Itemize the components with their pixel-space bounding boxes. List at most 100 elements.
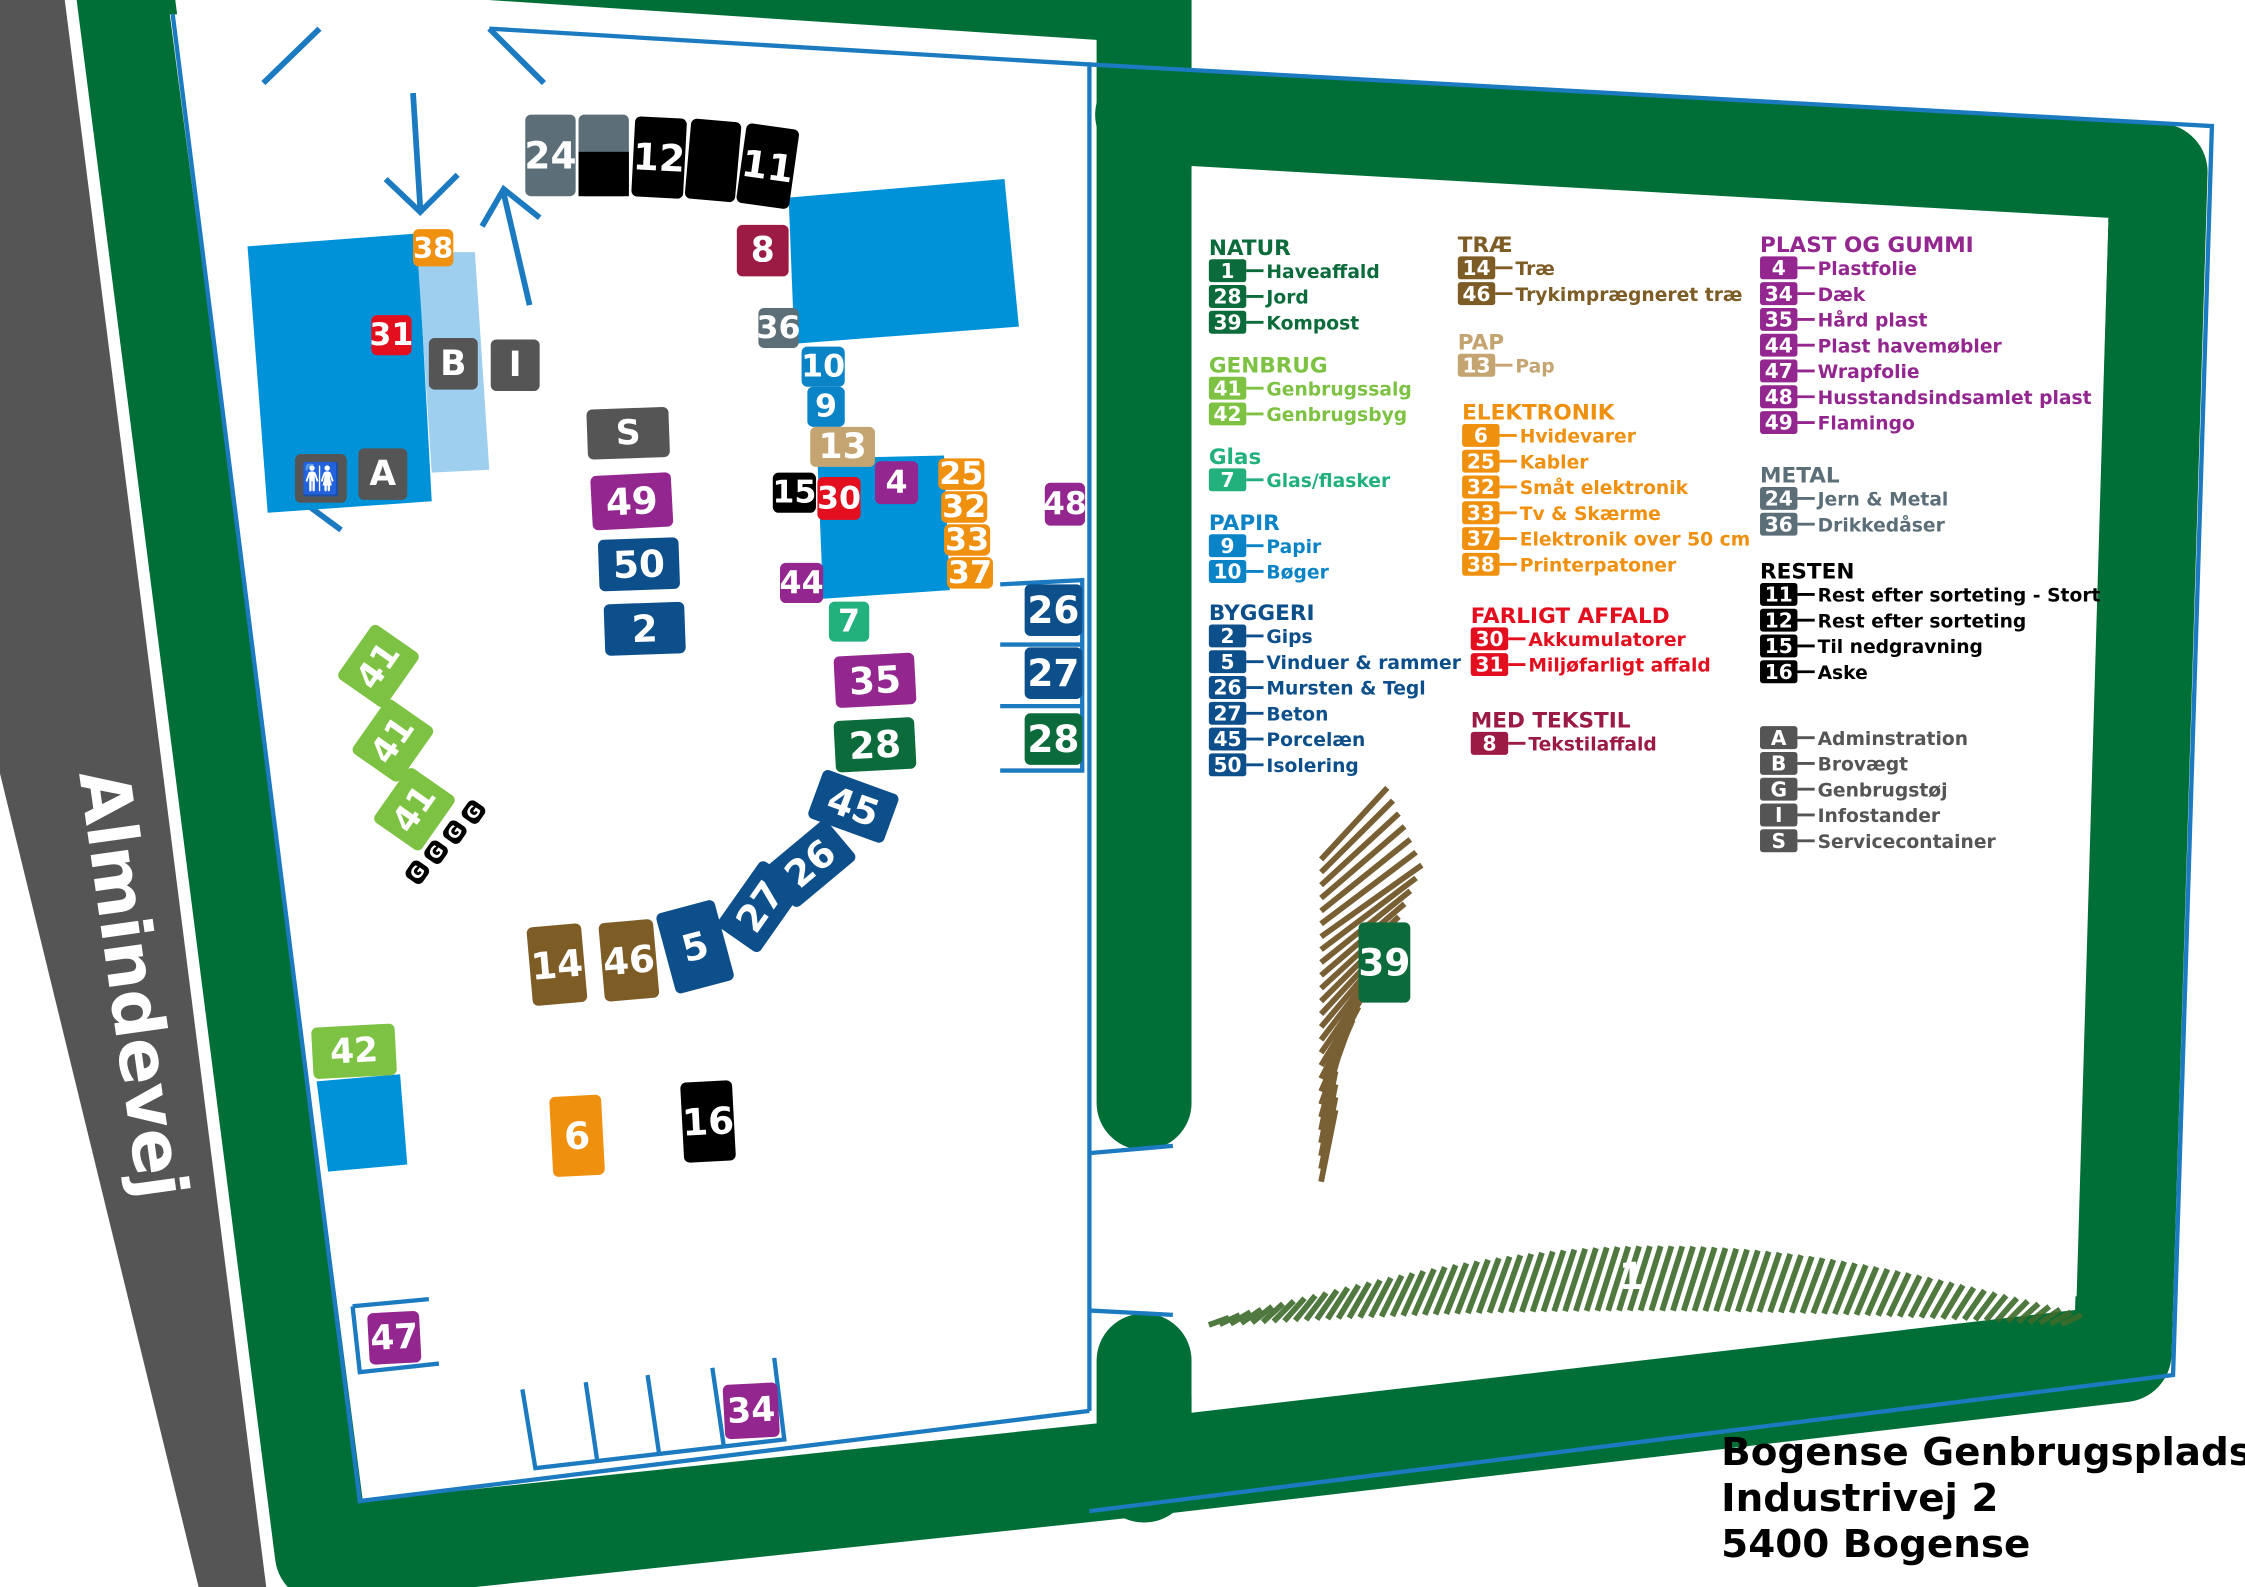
legend-label: Miljøfarligt affald	[1528, 656, 1711, 677]
legend-swatch	[1760, 333, 1798, 357]
bin-marker[interactable]: 37	[946, 555, 993, 591]
bin-marker[interactable]: 2	[603, 601, 686, 656]
hatch-stroke	[1799, 1257, 1826, 1314]
marker-box	[525, 114, 576, 197]
hatch-stroke	[1319, 849, 1418, 927]
bin-marker[interactable]: 25	[938, 456, 985, 492]
legend-group-title: Glas	[1209, 445, 1261, 470]
legend-label: Træ	[1515, 259, 1555, 280]
bin-marker[interactable]: 30	[817, 476, 861, 520]
legend-code: 32	[1467, 475, 1495, 499]
bin-marker[interactable]: 4	[874, 461, 919, 505]
bin-marker[interactable]: 48	[1043, 482, 1087, 526]
bin-marker[interactable]: 49	[590, 472, 674, 531]
bin-marker[interactable]: 13	[810, 426, 875, 467]
bin-marker[interactable]: 33	[944, 522, 991, 558]
bin-marker[interactable]: 38	[413, 229, 454, 267]
building-south	[316, 1074, 408, 1172]
bin-marker[interactable]: 41	[350, 697, 435, 784]
hatch-stroke	[1389, 1272, 1416, 1318]
bin-marker[interactable]: 39	[1358, 922, 1410, 1003]
bin-marker[interactable]: 50	[597, 537, 680, 592]
marker-label: 37	[948, 555, 992, 591]
bin-marker[interactable]	[578, 114, 629, 197]
marker-label: 24	[524, 133, 576, 177]
hatch-stroke	[1627, 1245, 1653, 1312]
legend-code: 31	[1475, 653, 1503, 677]
bin-marker[interactable]	[684, 118, 742, 203]
legend-swatch	[1208, 701, 1247, 725]
bin-marker[interactable]: G	[422, 838, 450, 866]
bin-marker[interactable]: G	[459, 798, 487, 826]
legend-label: Drikkedåser	[1818, 512, 1946, 536]
legend-label: Til nedgravning	[1818, 637, 1983, 658]
address-line-3: 5400 Bogense	[1721, 1522, 2030, 1567]
marker-label: 9	[815, 389, 837, 425]
bin-marker[interactable]: 46	[598, 919, 660, 1002]
bin-marker[interactable]: B	[428, 338, 478, 390]
marker-label: 11	[739, 141, 797, 192]
bin-marker[interactable]: 42	[311, 1023, 397, 1079]
bin-marker[interactable]: 34	[722, 1382, 780, 1440]
legend-code: 30	[1475, 627, 1503, 651]
bin-marker[interactable]: 44	[780, 562, 824, 604]
bin-marker[interactable]: S	[586, 406, 670, 460]
bin-marker[interactable]: 10	[801, 346, 845, 387]
marker-box	[597, 537, 680, 592]
marker-label: 26	[1027, 588, 1079, 632]
bin-marker[interactable]: 32	[941, 489, 988, 525]
hatch-stroke	[1400, 1270, 1426, 1317]
legend-item: 31 Miljøfarligt affald	[1470, 653, 1711, 677]
bin-marker[interactable]: 8	[736, 224, 789, 277]
bin-marker[interactable]: G	[403, 858, 431, 886]
bin-marker[interactable]: 27	[716, 859, 805, 954]
bin-marker[interactable]: 26	[1024, 584, 1083, 636]
bin-marker[interactable]: 35	[833, 652, 917, 709]
hatch-stroke	[1897, 1274, 1923, 1318]
marker-label: 13	[819, 427, 867, 467]
legend-code: 34	[1765, 282, 1793, 306]
bin-marker[interactable]: 41	[372, 766, 457, 853]
legend-swatch	[1760, 307, 1798, 331]
bin-marker[interactable]: 15	[772, 472, 816, 513]
bin-marker[interactable]: 24	[524, 114, 576, 197]
marker-label: 35	[848, 657, 902, 704]
marker-label: 38	[413, 231, 453, 265]
bin-marker[interactable]: 31	[369, 315, 413, 356]
legend-swatch	[1208, 753, 1247, 777]
hatch-stroke	[1962, 1288, 1987, 1322]
marker-box	[944, 524, 991, 556]
bin-marker[interactable]: 11	[736, 123, 800, 210]
bin-marker[interactable]: G	[441, 818, 469, 846]
marker-label: 8	[751, 231, 775, 271]
legend-label: Printerpatoner	[1520, 556, 1677, 577]
bin-marker[interactable]: 6	[549, 1094, 605, 1177]
bin-marker[interactable]: 5	[655, 899, 735, 995]
bin-marker[interactable]: 14	[526, 923, 588, 1006]
bin-marker[interactable]: 28	[833, 717, 917, 773]
bin-marker[interactable]: 27	[1024, 647, 1083, 699]
marker-label: 12	[632, 134, 686, 181]
bin-marker[interactable]: 16	[680, 1080, 736, 1163]
legend-label: Porcelæn	[1266, 730, 1365, 751]
hatch-stroke	[1443, 1262, 1470, 1316]
bin-marker[interactable]: 12	[631, 116, 687, 199]
legend-label: Plast havemøbler	[1818, 336, 2003, 357]
bin-marker[interactable]: A	[358, 448, 408, 500]
bin-marker[interactable]: 45	[807, 768, 900, 844]
bin-marker[interactable]: 36	[757, 307, 801, 349]
legend-label: Papir	[1266, 537, 1322, 558]
bin-marker[interactable]: 41	[336, 623, 421, 710]
legend-swatch	[1208, 560, 1247, 583]
bin-marker[interactable]: 9	[807, 386, 845, 427]
bin-marker[interactable]: 47	[367, 1310, 422, 1365]
marker-label: 31	[369, 317, 413, 353]
bin-marker[interactable]: 7	[828, 601, 870, 642]
bin-marker[interactable]: I	[490, 339, 540, 392]
bin-marker[interactable]: 28	[1024, 713, 1083, 765]
legend-swatch	[1760, 486, 1798, 510]
